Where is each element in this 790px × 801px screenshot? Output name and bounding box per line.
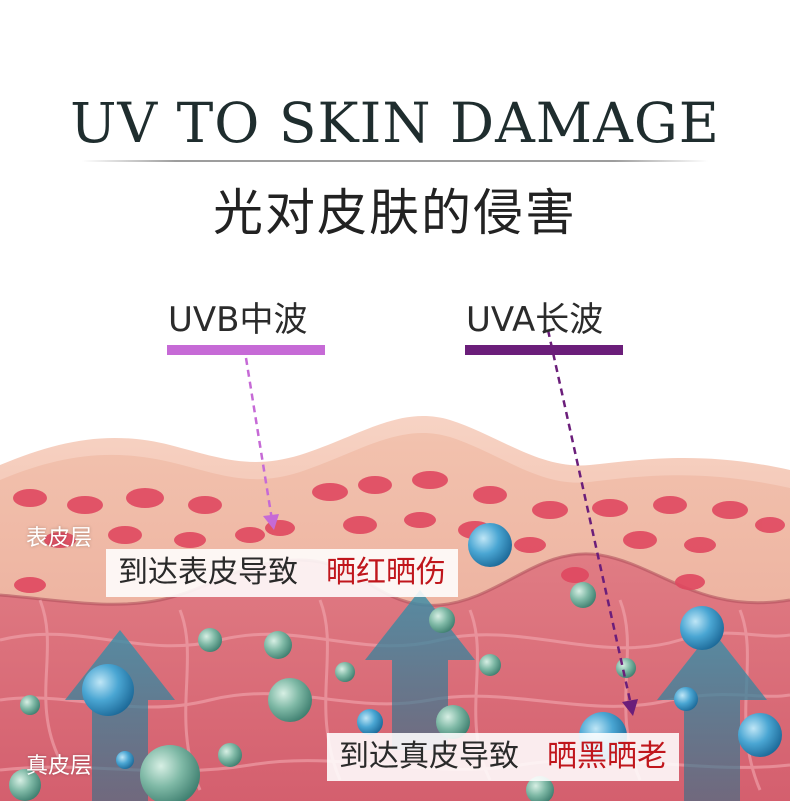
title-divider — [82, 160, 708, 162]
title-english: UV TO SKIN DAMAGE — [70, 91, 720, 155]
note-text: 到达表皮导致 — [118, 555, 298, 590]
uva-arrowhead — [622, 699, 638, 716]
uvb-label: UVB中波 — [168, 300, 308, 340]
note-text: 到达真皮导致 — [339, 739, 519, 774]
note-effect: 晒黑晒老 — [547, 739, 667, 774]
uva-ray — [546, 329, 633, 706]
dermis-effect-note: 到达真皮导致晒黑晒老 — [327, 733, 679, 781]
epidermis-effect-note: 到达表皮导致晒红晒伤 — [106, 549, 458, 597]
dermis-label: 真皮层 — [26, 754, 93, 779]
epidermis-label: 表皮层 — [26, 526, 93, 551]
uva-label: UVA长波 — [466, 300, 604, 340]
uva-bar — [465, 345, 623, 355]
title-chinese: 光对皮肤的侵害 — [213, 184, 577, 242]
uvb-arrowhead — [263, 514, 279, 530]
note-effect: 晒红晒伤 — [326, 555, 446, 590]
uvb-ray — [244, 357, 274, 521]
uvb-bar — [167, 345, 325, 355]
